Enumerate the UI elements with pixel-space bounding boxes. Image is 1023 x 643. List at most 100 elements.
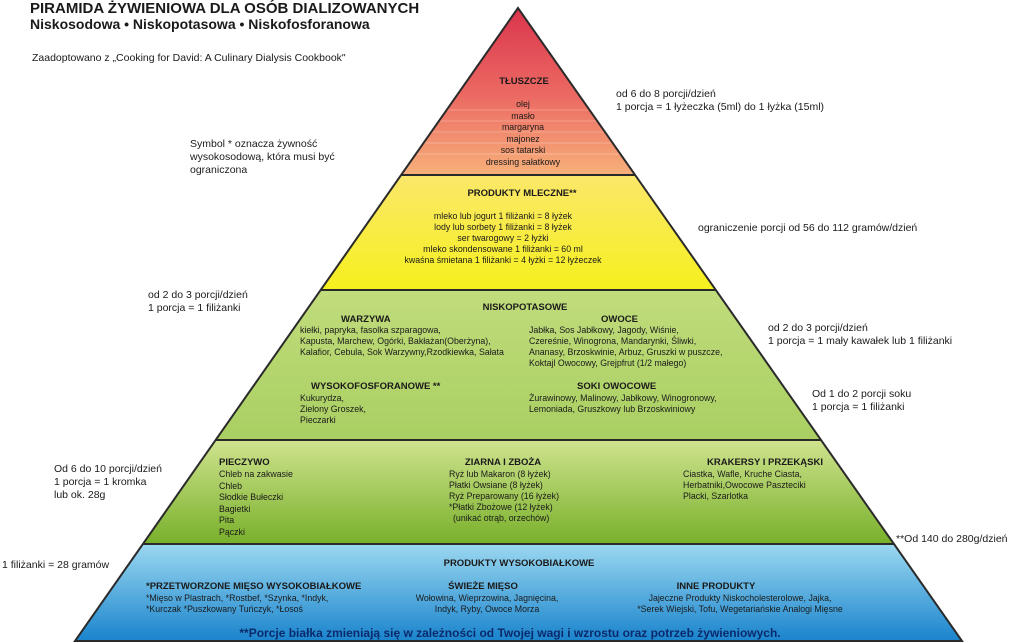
processed-meat-item: *Mięso w Plastrach, *Rostbef, *Szynka, *… — [146, 593, 329, 603]
symbol-note-line: wysokosodową, która musi być — [190, 151, 335, 163]
fresh-meat-item: Wołowina, Wieprzowina, Jagnięcina, — [415, 593, 559, 603]
processed-meat-title: *PRZETWORZONE MIĘSO WYSOKOBIAŁKOWE — [146, 581, 362, 592]
grains-serving-line: 1 porcja = 1 kromka — [54, 476, 147, 488]
veg-serving-note: od 2 do 3 porcji/dzień 1 porcja = 1 fili… — [148, 289, 248, 315]
symbol-note-line: Symbol * oznacza żywność — [190, 138, 318, 150]
veg-list: kiełki, papryka, fasolka szparagowa, Kap… — [300, 325, 504, 358]
fats-title: TŁUSZCZE — [499, 76, 549, 87]
fresh-meat-title: ŚWIEŻE MIĘSO — [448, 581, 518, 592]
fruit-serving-line: 1 porcja = 1 mały kawałek lub 1 filiżank… — [768, 335, 953, 347]
dairy-item: ser twarogowy = 2 łyżki — [457, 233, 549, 243]
bread-item: Chleb — [219, 480, 242, 491]
juice-serving-note: Od 1 do 2 porcji soku 1 porcja = 1 filiż… — [812, 388, 911, 414]
page-subtitle: Niskosodowa • Niskopotasowa • Niskofosfo… — [30, 16, 370, 32]
veg-title: WARZYWA — [341, 314, 391, 325]
protein-title: PRODUKTY WYSOKOBIAŁKOWE — [443, 558, 595, 569]
fats-item: sos tatarski — [500, 145, 546, 155]
fruit-serving-note: od 2 do 3 porcji/dzień 1 porcja = 1 mały… — [768, 322, 952, 348]
fruit-title: OWOCE — [601, 314, 638, 325]
juice-title: SOKI OWOCOWE — [577, 381, 657, 392]
dairy-serving-note: ograniczenie porcji od 56 do 112 gramów/… — [698, 222, 918, 234]
bread-item: Pączki — [219, 526, 245, 537]
page-title: PIRAMIDA ŻYWIENIOWA DLA OSÓB DIALIZOWANY… — [30, 0, 420, 17]
processed-meat-item: *Kurczak *Puszkowany Tuńczyk, *Łosoś — [146, 604, 303, 614]
phosphate-item: Kukurydza, — [300, 393, 345, 403]
bread-item: Słodkie Bułeczki — [219, 492, 284, 502]
grain-item: Ryż lub Makaron (8 łyżek) — [449, 469, 551, 479]
snack-list: Ciastka, Wafle, Kruche Ciasta, Herbatnik… — [683, 469, 806, 502]
fats-item: dressing sałatkowy — [485, 156, 561, 167]
bread-item: Bagietki — [219, 503, 251, 514]
credit-line: Zaadoptowano z „Cooking for David: A Cul… — [32, 52, 346, 64]
snack-title: KRAKERSY I PRZEKĄSKI — [707, 457, 823, 468]
protein-cup-note: 1 filiżanki = 28 gramów — [2, 559, 110, 571]
phosphate-title: WYSOKOFOSFORANOWE ** — [311, 381, 441, 392]
fruit-serving-line: od 2 do 3 porcji/dzień — [768, 322, 868, 334]
grain-item: Ryż Preparowany (16 łyżek) — [449, 491, 559, 501]
juice-list: Żurawinowy, Malinowy, Jabłkowy, Winogron… — [529, 393, 717, 415]
veg-item: Kapusta, Marchew, Ogórki, Bakłażan(Oberż… — [300, 336, 491, 346]
dairy-title: PRODUKTY MLECZNE** — [467, 188, 577, 199]
fruit-item: Koktajl Owocowy, Grejpfrut (1/2 małego) — [529, 358, 687, 368]
grain-item: Płatki Owsiane (8 łyżek) — [449, 480, 543, 490]
fresh-meat-list: Wołowina, Wieprzowina, Jagnięcina, Indyk… — [416, 593, 559, 615]
veg-item: Kalafior, Cebula, Sok Warzywny,Rzodkiewk… — [300, 347, 504, 357]
tier-protein-band — [75, 544, 962, 641]
bread-list: Chleb na zakwasie Chleb Słodkie Bułeczki… — [219, 469, 293, 538]
fats-serving-note: od 6 do 8 porcji/dzień 1 porcja = 1 łyże… — [616, 88, 824, 114]
symbol-note-line: ograniczona — [190, 164, 248, 176]
protein-serving-note: **Od 140 do 280g/dzień — [896, 533, 1008, 545]
fats-item: olej — [516, 99, 530, 109]
veg-serving-line: od 2 do 3 porcji/dzień — [148, 289, 248, 301]
bread-title: PIECZYWO — [219, 457, 270, 468]
dairy-item: mleko skondensowane 1 filiżanki = 60 ml — [423, 244, 583, 254]
protein-footnote: **Porcje białka zmieniają się w zależnoś… — [239, 626, 781, 640]
grain-item: *Płatki Zbożowe (12 łyżek) — [449, 502, 553, 512]
fats-serving-line: 1 porcja = 1 łyżeczka (5ml) do 1 łyżka (… — [616, 101, 825, 113]
symbol-note: Symbol * oznacza żywność wysokosodową, k… — [190, 138, 335, 177]
fruit-item: Ananasy, Brzoskwinie, Arbuz, Gruszki w p… — [529, 347, 723, 357]
dairy-item: mleko lub jogurt 1 filiżanki = 8 łyżek — [433, 211, 573, 221]
bread-item: Chleb na zakwasie — [219, 469, 293, 479]
fruit-list: Jabłka, Sos Jabłkowy, Jagody, Wiśnie, Cz… — [529, 325, 722, 369]
fats-item: masło — [511, 110, 535, 121]
grains-serving-line: Od 6 do 10 porcji/dzień — [54, 463, 162, 475]
fats-item: margaryna — [501, 122, 545, 132]
snack-item: Ciastka, Wafle, Kruche Ciasta, — [683, 469, 802, 479]
dairy-list: mleko lub jogurt 1 filiżanki = 8 łyżek l… — [404, 211, 601, 266]
snack-item: Herbatniki,Owocowe Paszteciki — [683, 480, 806, 490]
dairy-item: lody lub sorbety 1 filiżanki = 8 łyżek — [434, 222, 572, 232]
snack-item: Placki, Szarlotka — [683, 491, 749, 501]
phosphate-item: Zielony Groszek, — [300, 404, 366, 414]
juice-serving-line: 1 porcja = 1 filiżanki — [812, 401, 905, 413]
other-products-title: INNE PRODUKTY — [676, 581, 756, 592]
processed-meat-list: *Mięso w Plastrach, *Rostbef, *Szynka, *… — [146, 593, 328, 615]
veg-item: kiełki, papryka, fasolka szparagowa, — [300, 325, 441, 335]
grains-serving-line: lub ok. 28g — [54, 489, 106, 501]
fresh-meat-item: Indyk, Ryby, Owoce Morza — [434, 604, 540, 614]
fats-serving-line: od 6 do 8 porcji/dzień — [616, 88, 716, 100]
grain-list: Ryż lub Makaron (8 łyżek) Płatki Owsiane… — [449, 469, 559, 524]
other-products-item: Jajeczne Produkty Niskocholesterolowe, J… — [648, 593, 832, 603]
pyramid-outline — [73, 6, 964, 642]
dairy-item: kwaśna śmietana 1 filiżanki = 4 łyżki = … — [404, 255, 602, 265]
grain-title: ZIARNA I ZBOŻA — [464, 457, 542, 468]
veg-serving-line: 1 porcja = 1 filiżanki — [148, 302, 241, 314]
fats-item: majonez — [506, 133, 540, 144]
tier-grains-band — [75, 440, 962, 544]
phosphate-item: Pieczarki — [300, 415, 336, 425]
other-products-list: Jajeczne Produkty Niskocholesterolowe, J… — [637, 593, 843, 615]
juice-item: Żurawinowy, Malinowy, Jabłkowy, Winogron… — [529, 393, 717, 403]
grain-item: (unikać otrąb, orzechów) — [453, 513, 550, 523]
grains-serving-note: Od 6 do 10 porcji/dzień 1 porcja = 1 kro… — [54, 463, 162, 502]
produce-title: NISKOPOTASOWE — [482, 302, 568, 313]
fats-list: olej masło margaryna majonez sos tatarsk… — [486, 99, 560, 168]
phosphate-list: Kukurydza, Zielony Groszek, Pieczarki — [300, 393, 366, 426]
other-products-item: *Serek Wiejski, Tofu, Wegetariańskie Ana… — [637, 604, 843, 614]
juice-item: Lemoniada, Gruszkowy lub Brzoskwiniowy — [529, 404, 696, 414]
fruit-item: Czereśnie, Winogrona, Mandarynki, Śliwki… — [529, 336, 697, 346]
juice-serving-line: Od 1 do 2 porcji soku — [812, 388, 912, 400]
fruit-item: Jabłka, Sos Jabłkowy, Jagody, Wiśnie, — [529, 325, 679, 335]
bread-item: Pita — [219, 515, 235, 525]
